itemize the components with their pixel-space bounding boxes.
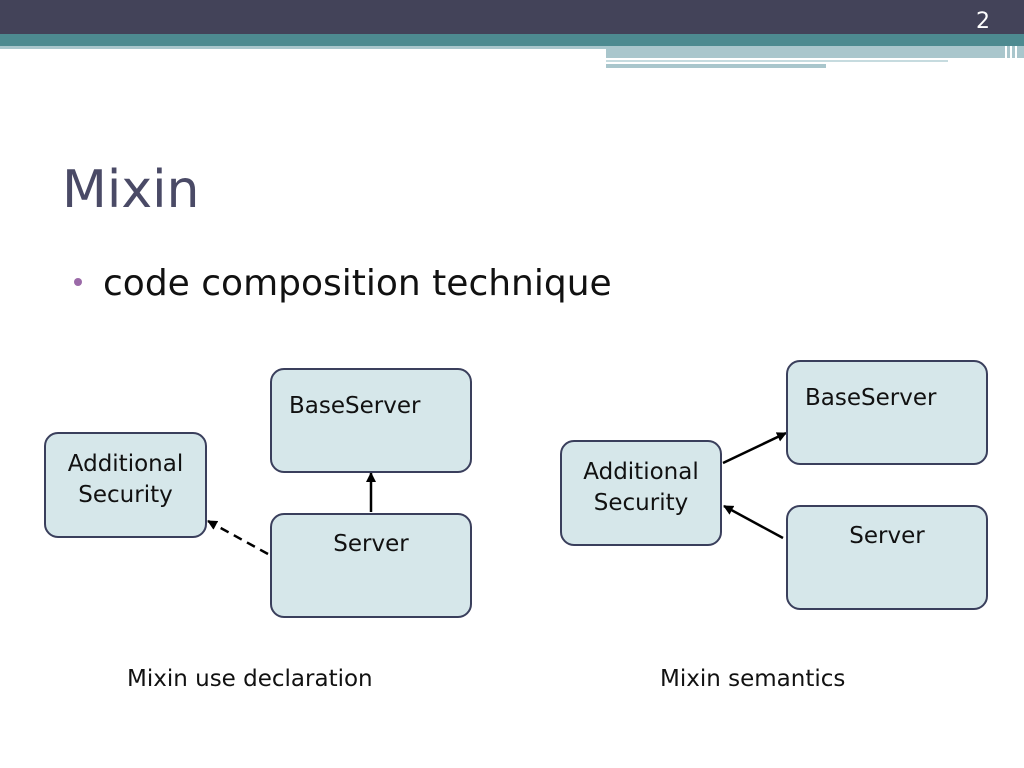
mixin-dashed-arrow bbox=[207, 519, 269, 556]
baseserver-label: BaseServer bbox=[289, 393, 421, 419]
baseserver-label: BaseServer bbox=[805, 385, 937, 411]
left-baseserver-box: BaseServer bbox=[270, 368, 472, 473]
right-baseserver-box: BaseServer bbox=[786, 360, 988, 465]
server-label: Server bbox=[333, 531, 409, 557]
bullet-dot-icon bbox=[74, 278, 82, 286]
page-number: 2 bbox=[976, 9, 990, 34]
slide-title: Mixin bbox=[62, 160, 200, 220]
server-to-security-arrow bbox=[723, 504, 784, 540]
right-diagram-caption: Mixin semantics bbox=[660, 666, 846, 692]
left-server-box: Server bbox=[270, 513, 472, 618]
additional-security-label-line2: Security bbox=[593, 490, 689, 516]
additional-security-label-line1: Additional bbox=[67, 451, 184, 477]
diagrams bbox=[0, 330, 1024, 630]
security-to-baseserver-arrow bbox=[722, 431, 787, 465]
header-bar: 2 bbox=[0, 0, 1024, 70]
additional-security-label-line1: Additional bbox=[583, 459, 699, 485]
left-additional-security-box: Additional Security bbox=[44, 432, 207, 538]
header-decoration bbox=[0, 0, 1024, 68]
left-diagram-caption: Mixin use declaration bbox=[127, 666, 373, 692]
right-additional-security-box: Additional Security bbox=[560, 440, 722, 546]
server-label: Server bbox=[849, 523, 925, 549]
right-server-box: Server bbox=[786, 505, 988, 610]
diagram-connectors bbox=[207, 431, 787, 556]
bullet-text: code composition technique bbox=[103, 263, 612, 304]
additional-security-label-line2: Security bbox=[78, 482, 173, 508]
